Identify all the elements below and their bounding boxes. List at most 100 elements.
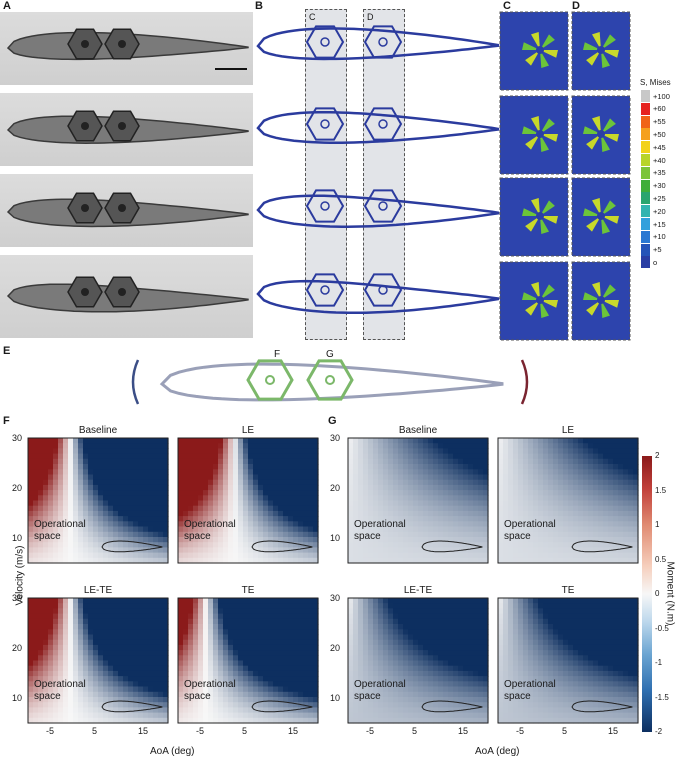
heatmap-cell <box>248 448 254 455</box>
heatmap-cell <box>468 458 474 465</box>
heatmap-cell <box>108 474 114 481</box>
heatmap-cell <box>308 526 314 533</box>
heatmap-cell <box>133 681 139 688</box>
heatmap-cell <box>258 438 264 444</box>
heatmap-cell <box>368 500 374 507</box>
heatmap-cell <box>203 618 209 625</box>
heatmap-cell <box>153 598 159 604</box>
heatmap-cell <box>188 438 194 444</box>
heatmap-cell <box>283 448 289 455</box>
heatmap-cell <box>138 660 144 667</box>
heatmap-cell <box>103 531 109 538</box>
heatmap-cell <box>573 453 579 460</box>
heatmap-cell <box>503 484 509 491</box>
heatmap-cell <box>403 484 409 491</box>
heatmap-cell <box>73 484 79 491</box>
heatmap-cell <box>88 598 94 604</box>
heatmap-cell <box>528 505 534 512</box>
heatmap-cell <box>348 608 354 615</box>
heatmap-cell <box>63 448 69 455</box>
heatmap-cell <box>43 618 49 625</box>
heatmap-cell <box>278 691 284 698</box>
heatmap-cell <box>443 474 449 481</box>
heatmap-cell <box>233 526 239 533</box>
heatmap-cell <box>103 660 109 667</box>
heatmap-cell <box>133 438 139 444</box>
heatmap-cell <box>253 670 259 677</box>
fea-stress-blade <box>540 216 558 224</box>
heatmap-cell <box>253 655 259 662</box>
heatmap-cell <box>448 629 454 636</box>
heatmap-cell <box>83 660 89 667</box>
heatmap-cell <box>213 474 219 481</box>
heatmap-cell <box>443 634 449 641</box>
heatmap-cell <box>298 629 304 636</box>
heatmap-cell <box>93 458 99 465</box>
heatmap-cell <box>118 453 124 460</box>
heatmap-cell <box>238 665 244 672</box>
heatmap-cell <box>473 670 479 677</box>
heatmap-cell <box>88 613 94 620</box>
heatmap-cell <box>243 526 249 533</box>
heatmap-cell <box>48 516 54 522</box>
heatmap-cell <box>223 697 229 703</box>
heatmap-cell <box>198 495 204 502</box>
fea-stress-blade <box>601 200 616 216</box>
heatmap-cell <box>278 702 284 708</box>
heatmap-cell <box>83 521 89 528</box>
heatmap-cell <box>203 438 209 444</box>
heatmap-cell <box>228 697 234 703</box>
heatmap-cell <box>458 510 464 517</box>
heatmap-cell <box>143 490 149 496</box>
heatmap-cell <box>158 443 164 449</box>
heatmap-cell <box>208 438 214 444</box>
heatmap-cell <box>463 712 469 719</box>
heatmap-cell <box>363 510 369 517</box>
stress-legend-swatch <box>641 141 650 154</box>
heatmap-cell <box>418 608 424 615</box>
heatmap-cell <box>448 660 454 667</box>
heatmap-cell <box>58 484 64 491</box>
heatmap-cell <box>598 547 604 554</box>
heatmap-cell <box>78 438 84 444</box>
heatmap-cell <box>238 490 244 496</box>
heatmap-cell <box>113 500 119 507</box>
heatmap-cell <box>413 697 419 703</box>
heatmap-cell <box>448 681 454 688</box>
heatmap-cell <box>403 670 409 677</box>
heatmap-cell <box>103 516 109 522</box>
heatmap-cell <box>583 474 589 481</box>
heatmap-cell <box>463 644 469 651</box>
heatmap-cell <box>188 531 194 538</box>
heatmap-cell <box>478 717 484 724</box>
strip-label-c: C <box>309 12 316 22</box>
heatmap-cell <box>158 516 164 522</box>
heatmap-cell <box>498 603 504 609</box>
heatmap-cell <box>48 490 54 496</box>
heatmap-cell <box>213 469 219 476</box>
heatmap-cell <box>458 490 464 496</box>
heatmap-cell <box>253 639 259 646</box>
heatmap-cell <box>253 717 259 724</box>
heatmap-cell <box>513 474 519 481</box>
heatmap-cell <box>373 655 379 662</box>
stress-legend-value: +25 <box>653 193 666 203</box>
heatmap-cell <box>143 484 149 491</box>
heatmap-cell <box>448 655 454 662</box>
heatmap-cell <box>298 479 304 486</box>
heatmap-cell <box>548 490 554 496</box>
heatmap-cell <box>413 484 419 491</box>
heatmap-cell <box>88 547 94 554</box>
heatmap-cell <box>243 618 249 625</box>
heatmap-cell <box>308 552 314 559</box>
heatmap-cell <box>453 624 459 630</box>
heatmap-cell <box>193 660 199 667</box>
heatmap-cell <box>158 500 164 507</box>
heatmap-cell <box>438 603 444 609</box>
heatmap-cell <box>48 670 54 677</box>
heatmap-cell <box>263 526 269 533</box>
heatmap-cell <box>288 531 294 538</box>
heatmap-cell <box>618 557 624 564</box>
heatmap-cell <box>53 526 59 533</box>
heatmap-cell <box>513 639 519 646</box>
